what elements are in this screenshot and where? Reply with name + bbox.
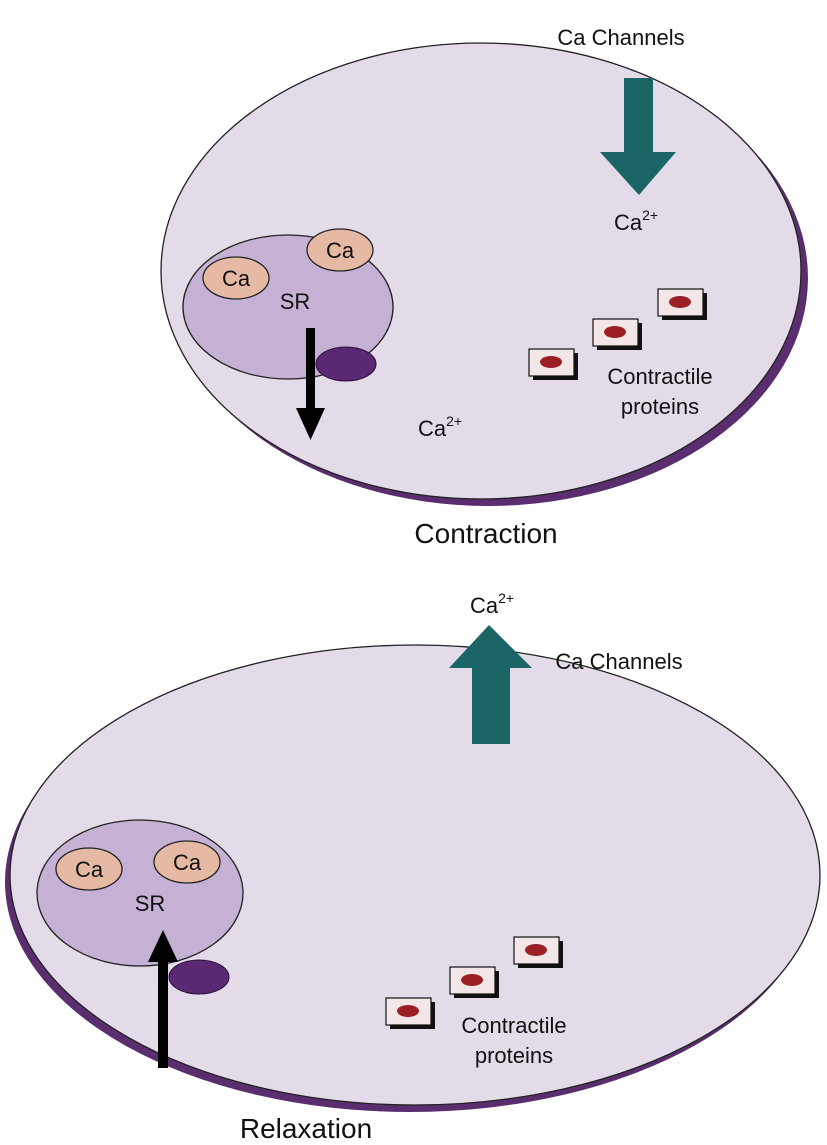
- contraction-panel: Ca Ca SR Ca Channels Ca2+: [160, 25, 808, 549]
- channel-label: Ca Channels: [557, 25, 684, 50]
- contractile-protein: [528, 348, 578, 380]
- vesicle-label: Ca: [222, 266, 251, 291]
- sr-uptake-arrow-icon: [148, 930, 178, 1068]
- pump-icon: [168, 959, 230, 995]
- contractile-protein: [592, 318, 642, 350]
- contractile-protein: [449, 966, 499, 998]
- channel-arrow-outward-icon: [449, 625, 532, 744]
- panel-caption: Relaxation: [240, 1113, 372, 1144]
- contractile-protein: [385, 997, 435, 1029]
- ca-vesicle: [306, 228, 374, 272]
- ca-vesicle: [153, 840, 221, 884]
- channel-label: Ca Channels: [555, 649, 682, 674]
- vesicle-label: Ca: [75, 857, 104, 882]
- sr-release-arrow-icon: [296, 328, 325, 440]
- contractile-protein: [513, 936, 563, 968]
- sr-label: SR: [135, 891, 166, 916]
- contractile-protein: [657, 288, 707, 320]
- sr-label: SR: [280, 289, 311, 314]
- pump-icon: [315, 346, 377, 382]
- vesicle-label: Ca: [173, 850, 202, 875]
- protein-label-line: proteins: [475, 1043, 553, 1068]
- ion-label-cytosol: Ca2+: [418, 413, 462, 441]
- ion-label-channel: Ca2+: [470, 590, 514, 618]
- ca-vesicle: [202, 256, 270, 300]
- vesicle-label: Ca: [326, 238, 355, 263]
- protein-label-line: proteins: [621, 394, 699, 419]
- protein-label-line: Contractile: [607, 364, 712, 389]
- channel-arrow-inward-icon: [600, 78, 676, 195]
- ca-vesicle: [55, 847, 123, 891]
- panel-caption: Contraction: [414, 518, 557, 549]
- protein-label-line: Contractile: [461, 1013, 566, 1038]
- relaxation-panel: Ca2+ Ca Channels Ca Ca SR: [5, 590, 821, 1144]
- ion-label-channel: Ca2+: [614, 207, 658, 235]
